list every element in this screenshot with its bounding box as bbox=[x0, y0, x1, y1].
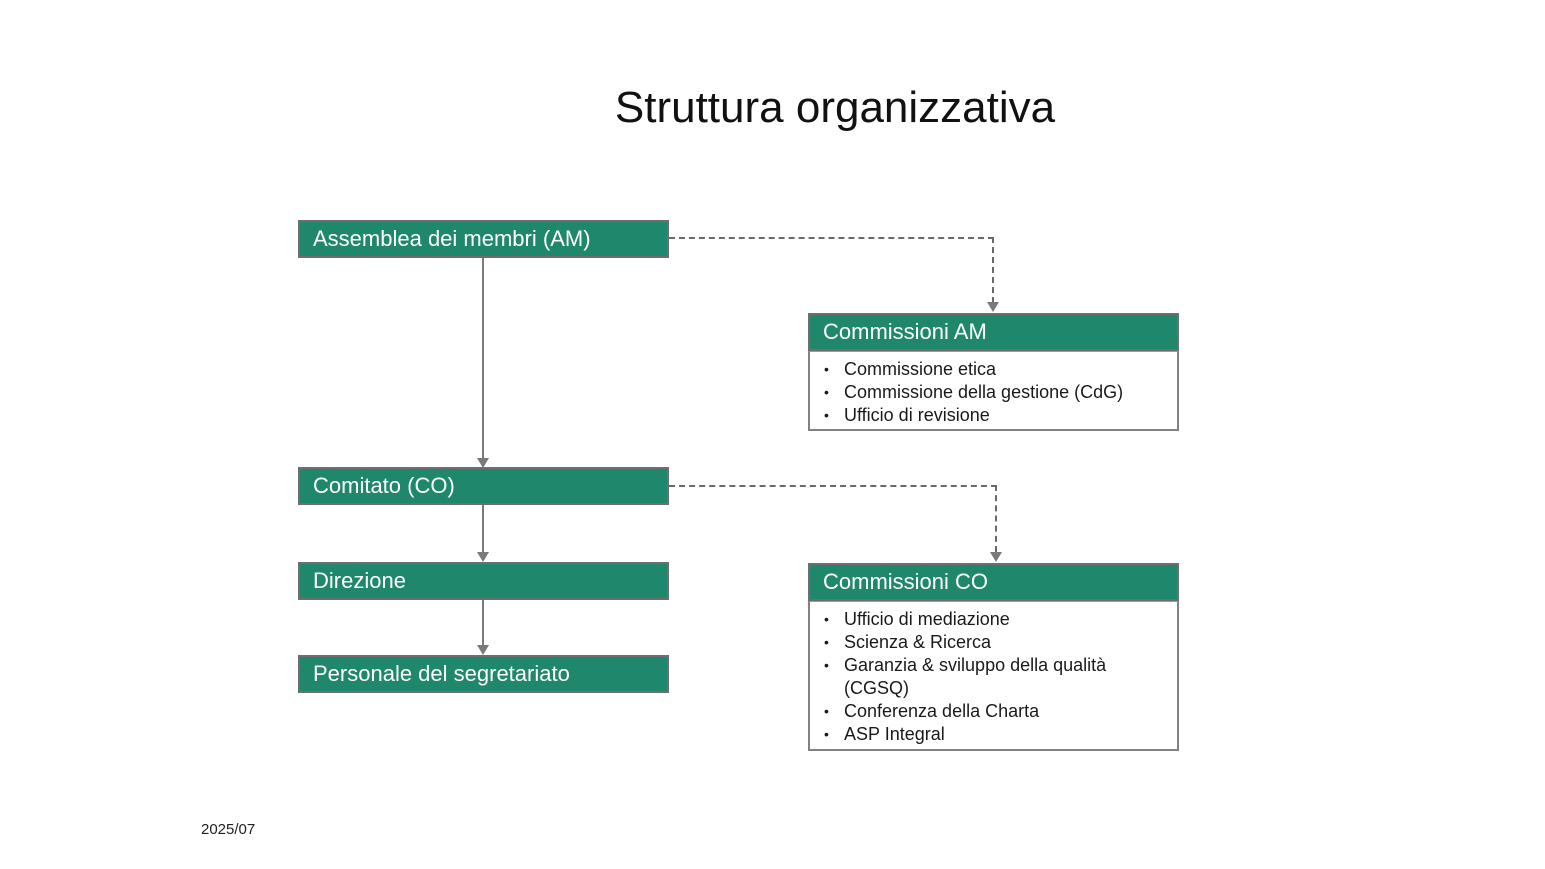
bullet-dot: • bbox=[824, 384, 829, 400]
commission-box-am-list: • Commissione etica • Commissione della … bbox=[808, 351, 1179, 431]
commission-box-co: Commissioni CO • Ufficio di mediazione •… bbox=[808, 563, 1179, 751]
slide-date: 2025/07 bbox=[201, 821, 256, 838]
commission-box-am: Commissioni AM • Commissione etica • Com… bbox=[808, 313, 1179, 431]
bullet-dot: • bbox=[824, 634, 829, 650]
arrow-down-icon bbox=[987, 302, 999, 312]
list-item-text: Ufficio di mediazione bbox=[844, 609, 1010, 629]
bullet-dot: • bbox=[824, 611, 829, 627]
org-box-comitato-label: Comitato (CO) bbox=[313, 473, 455, 498]
bullet-dot: • bbox=[824, 726, 829, 742]
bullet-dot: • bbox=[824, 407, 829, 423]
list-item-text: Garanzia & sviluppo della qualità (CGSQ) bbox=[844, 655, 1107, 698]
commission-box-co-title: Commissioni CO bbox=[823, 569, 989, 594]
connector-assemblea-commissioni-am-hline bbox=[669, 237, 994, 239]
arrow-down-icon bbox=[477, 552, 489, 562]
arrow-down-icon bbox=[477, 645, 489, 655]
connector-comitato-direzione-line bbox=[482, 505, 484, 552]
bullet-dot: • bbox=[824, 703, 829, 719]
bullet-dot: • bbox=[824, 657, 829, 673]
list-item: • Ufficio di mediazione bbox=[822, 608, 1165, 631]
list-item: • Scienza & Ricerca bbox=[822, 631, 1165, 654]
list-item: • Conferenza della Charta bbox=[822, 700, 1165, 723]
org-box-assemblea: Assemblea dei membri (AM) bbox=[298, 220, 669, 258]
list-item-text: Commissione della gestione (CdG) bbox=[844, 382, 1124, 402]
commission-box-co-header: Commissioni CO bbox=[808, 563, 1179, 601]
org-box-assemblea-label: Assemblea dei membri (AM) bbox=[313, 226, 591, 251]
list-item-text: Commissione etica bbox=[844, 359, 997, 379]
list-item-text: Conferenza della Charta bbox=[844, 701, 1040, 721]
list-item-text: Ufficio di revisione bbox=[844, 405, 990, 425]
org-box-comitato: Comitato (CO) bbox=[298, 467, 669, 505]
connector-comitato-commissioni-co-vline bbox=[995, 485, 997, 552]
list-item-text: ASP Integral bbox=[844, 724, 945, 744]
arrow-down-icon bbox=[990, 552, 1002, 562]
connector-comitato-commissioni-co-hline bbox=[669, 485, 997, 487]
arrow-down-icon bbox=[477, 458, 489, 468]
list-item: • Commissione etica bbox=[822, 358, 1165, 381]
connector-direzione-personale-line bbox=[482, 600, 484, 645]
list-item: • Commissione della gestione (CdG) bbox=[822, 381, 1165, 404]
page-title: Struttura organizzativa bbox=[614, 83, 1056, 132]
commission-box-co-list: • Ufficio di mediazione • Scienza & Rice… bbox=[808, 601, 1179, 751]
connector-assemblea-commissioni-am-vline bbox=[992, 237, 994, 303]
org-box-personale-label: Personale del segretariato bbox=[313, 661, 570, 686]
org-box-direzione: Direzione bbox=[298, 562, 669, 600]
org-box-direzione-label: Direzione bbox=[313, 568, 406, 593]
list-item: • Ufficio di revisione bbox=[822, 404, 1165, 427]
org-box-personale: Personale del segretariato bbox=[298, 655, 669, 693]
connector-assemblea-comitato-line bbox=[482, 258, 484, 458]
list-item: • ASP Integral bbox=[822, 723, 1165, 746]
commission-box-am-header: Commissioni AM bbox=[808, 313, 1179, 351]
list-item: • Garanzia & sviluppo della qualità (CGS… bbox=[822, 654, 1165, 700]
commission-box-am-title: Commissioni AM bbox=[823, 319, 987, 344]
bullet-dot: • bbox=[824, 361, 829, 377]
list-item-text: Scienza & Ricerca bbox=[844, 632, 992, 652]
